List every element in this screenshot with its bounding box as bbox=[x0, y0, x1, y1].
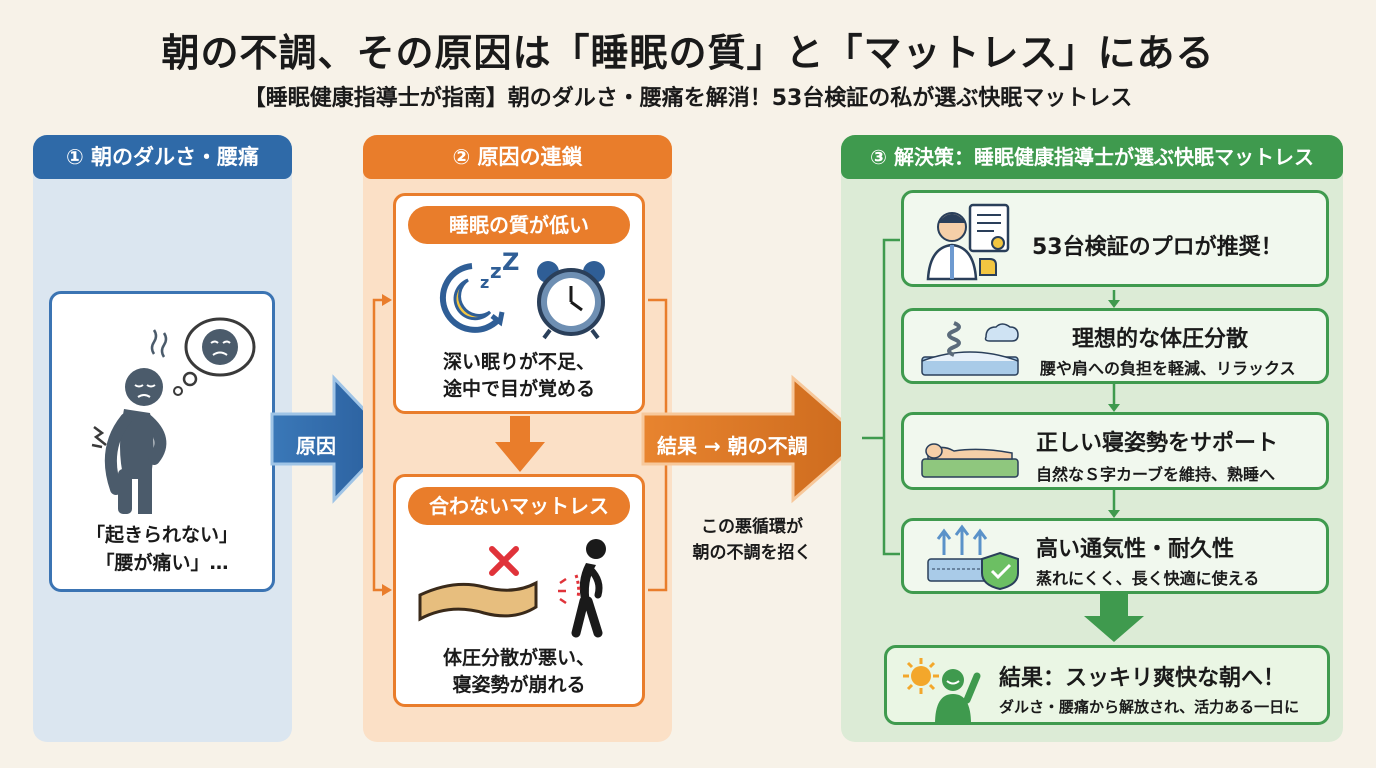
svg-text:Z: Z bbox=[502, 248, 519, 276]
cause-column-header: ② 原因の連鎖 bbox=[363, 135, 672, 179]
cause-arrow-label: 原因 bbox=[296, 434, 336, 458]
alarm-clock-icon bbox=[537, 261, 605, 340]
result-arrow bbox=[641, 374, 866, 504]
cause-card-sleep-quality: 睡眠の質が低い z z Z 深い眠りが不足、 途中で目が覚める bbox=[393, 193, 645, 414]
svg-text:z: z bbox=[480, 273, 489, 292]
spring-cloud-icon bbox=[921, 321, 1019, 376]
sleeping-on-mattress-icon bbox=[921, 443, 1019, 478]
solution-pro-title: 53台検証のプロが推奨！ bbox=[1032, 235, 1283, 260]
solution-card-pressure: 理想的な体圧分散 腰や肩への負担を軽減、リラックス bbox=[901, 308, 1329, 384]
page-subtitle: 【睡眠健康指導士が指南】朝のダルさ・腰痛を解消！53台検証の私が選ぶ快眠マットレ… bbox=[243, 86, 1133, 111]
solution-pressure-title: 理想的な体圧分散 bbox=[1072, 327, 1249, 352]
solution-card-posture: 正しい寝姿勢をサポート 自然なＳ字カーブを維持、熟睡へ bbox=[901, 412, 1329, 490]
solution-pressure-desc: 腰や肩への負担を軽減、リラックス bbox=[1040, 359, 1296, 378]
bad-posture-person-icon bbox=[558, 539, 606, 638]
symptom-quote-back: 「腰が痛い」… bbox=[95, 552, 229, 574]
cause-mattress-text-2: 寝姿勢が崩れる bbox=[452, 674, 586, 696]
result-arrow-label: 結果 → 朝の不調 bbox=[657, 434, 808, 458]
vicious-cycle-text-1: この悪循環が bbox=[701, 517, 803, 537]
page-title: 朝の不調、その原因は「睡眠の質」と「マットレス」にある bbox=[161, 31, 1215, 75]
solution-posture-desc: 自然なＳ字カーブを維持、熟睡へ bbox=[1036, 465, 1276, 484]
solution-result-title: 結果：スッキリ爽快な朝へ！ bbox=[999, 666, 1286, 691]
cause-sleep-text-2: 途中で目が覚める bbox=[442, 378, 595, 400]
solution-result-card: 結果：スッキリ爽快な朝へ！ ダルさ・腰痛から解放され、活力ある一日に bbox=[884, 645, 1330, 725]
solution-connector-lines bbox=[862, 238, 1144, 642]
worn-mattress-icon bbox=[418, 580, 538, 622]
tired-person-icon bbox=[91, 317, 256, 514]
symptom-column-header: ① 朝のダルさ・腰痛 bbox=[33, 135, 292, 179]
svg-text:z: z bbox=[490, 259, 502, 283]
cause-sleep-text-1: 深い眠りが不足、 bbox=[442, 351, 595, 373]
solution-result-desc: ダルさ・腰痛から解放され、活力ある一日に bbox=[999, 698, 1300, 716]
sun-icon bbox=[903, 658, 939, 694]
cause-mattress-title: 合わないマットレス bbox=[408, 487, 630, 525]
moon-sleep-icon: z z Z bbox=[439, 248, 519, 333]
symptom-card: 「起きられない」 「腰が痛い」… bbox=[49, 291, 275, 592]
symptom-quote-wake: 「起きられない」 bbox=[85, 524, 238, 546]
cross-icon bbox=[489, 546, 519, 576]
solution-card-breathability: 高い通気性・耐久性 蒸れにくく、長く快適に使える bbox=[901, 518, 1329, 594]
vicious-cycle-text-2: 朝の不調を招く bbox=[692, 543, 812, 563]
solution-column-header: ③ 解決策：睡眠健康指導士が選ぶ快眠マットレス bbox=[841, 135, 1343, 179]
airflow-shield-icon bbox=[927, 524, 1019, 591]
cause-card-mattress: 合わないマットレス 体圧分散が悪い、 寝姿勢が崩れる bbox=[393, 474, 645, 707]
vicious-cycle-note: この悪循環が 朝の不調を招く bbox=[672, 514, 832, 566]
cause-mattress-text-1: 体圧分散が悪い、 bbox=[442, 647, 595, 669]
cause-down-arrow bbox=[495, 416, 545, 472]
solution-breathability-title: 高い通気性・耐久性 bbox=[1036, 537, 1235, 562]
solution-breathability-desc: 蒸れにくく、長く快適に使える bbox=[1036, 569, 1260, 588]
solution-card-pro-recommend: 53台検証のプロが推奨！ bbox=[901, 190, 1329, 287]
solution-posture-title: 正しい寝姿勢をサポート bbox=[1036, 431, 1279, 456]
cause-sleep-title: 睡眠の質が低い bbox=[408, 206, 630, 244]
doctor-certificate-icon bbox=[926, 203, 1010, 281]
happy-person-icon bbox=[935, 669, 981, 724]
